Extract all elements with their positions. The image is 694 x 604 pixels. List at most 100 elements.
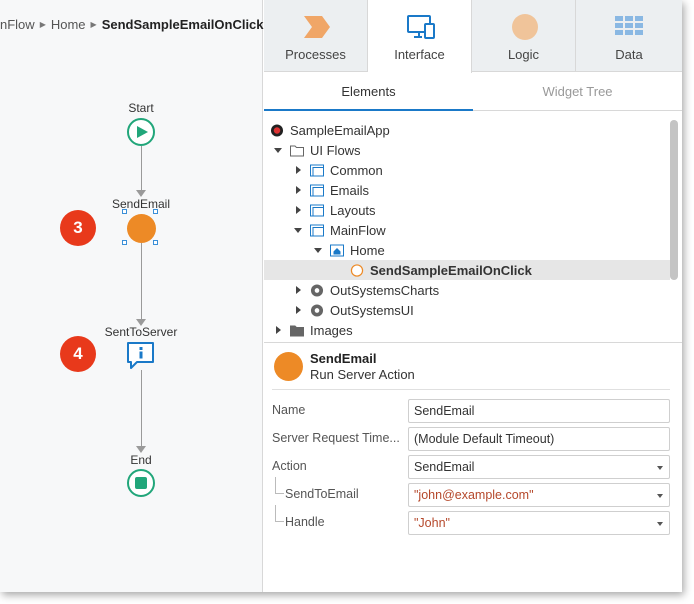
action-select-value: SendEmail xyxy=(414,460,475,474)
end-node-label: End xyxy=(130,453,152,467)
ui-flow-icon xyxy=(310,204,324,216)
tree-item-label: Emails xyxy=(330,182,370,198)
flow-arrow-icon xyxy=(136,190,146,197)
tree-item-outsystemsui[interactable]: OutSystemsUI xyxy=(264,300,670,320)
tree-item-ui-flows[interactable]: UI Flows xyxy=(264,140,670,160)
stop-icon xyxy=(135,477,147,489)
start-node-label: Start xyxy=(128,101,154,115)
flow-canvas[interactable]: nFlow ▶ Home ▶ SendSampleEmailOnClick St… xyxy=(0,0,264,592)
app-window: nFlow ▶ Home ▶ SendSampleEmailOnClick St… xyxy=(0,0,682,592)
tab-label: Logic xyxy=(507,47,540,62)
tree-item-label: SampleEmailApp xyxy=(290,122,390,138)
tree-item-images[interactable]: Images xyxy=(264,320,670,340)
expand-toggle-icon[interactable] xyxy=(294,206,302,214)
property-row-server-request-timeout: Server Request Time... (Module Default T… xyxy=(272,427,670,451)
property-row-sendtoemail: SendToEmail "john@example.com" xyxy=(272,477,670,507)
name-field[interactable]: SendEmail xyxy=(408,399,670,423)
dropdown-arrow-icon xyxy=(657,466,663,470)
tree-item-sendsampleemailonclick[interactable]: SendSampleEmailOnClick xyxy=(264,260,670,280)
server-request-timeout-field[interactable]: (Module Default Timeout) xyxy=(408,427,670,451)
divider xyxy=(272,389,670,390)
property-row-name: Name SendEmail xyxy=(272,399,670,423)
module-icon xyxy=(310,283,324,297)
expand-toggle-icon[interactable] xyxy=(294,186,302,194)
expand-toggle-icon[interactable] xyxy=(274,146,282,154)
tree-scrollbar[interactable] xyxy=(670,120,678,280)
breadcrumb-item[interactable]: Home xyxy=(50,16,86,32)
step-badge: 4 xyxy=(60,336,96,372)
expand-toggle-icon[interactable] xyxy=(294,286,302,294)
expand-toggle-icon[interactable] xyxy=(294,166,302,174)
end-node[interactable] xyxy=(127,469,155,497)
tree-item-label: OutSystemsCharts xyxy=(330,282,440,298)
tab-processes[interactable]: Processes xyxy=(264,0,368,72)
expand-toggle-icon[interactable] xyxy=(314,246,322,254)
data-grid-icon xyxy=(615,16,643,35)
dropdown-arrow-icon xyxy=(657,522,663,526)
tree-item-label: Layouts xyxy=(330,202,376,218)
tab-widget-tree[interactable]: Widget Tree xyxy=(542,84,613,99)
properties-title: SendEmail xyxy=(310,351,377,366)
tree-item-label: MainFlow xyxy=(330,222,386,238)
indent-guide xyxy=(275,477,284,494)
breadcrumb-separator-icon: ▶ xyxy=(39,19,46,29)
selection-handle[interactable] xyxy=(122,209,127,214)
property-label: Handle xyxy=(285,515,325,529)
tree-item-label: OutSystemsUI xyxy=(330,302,414,318)
tab-interface[interactable]: Interface xyxy=(368,0,472,73)
flow-connector xyxy=(141,243,142,319)
server-action-node-label: SendEmail xyxy=(111,197,171,211)
server-action-icon xyxy=(274,352,303,381)
selection-handle[interactable] xyxy=(122,240,127,245)
sendtoemail-value: "john@example.com" xyxy=(414,488,534,502)
start-node[interactable] xyxy=(127,118,155,146)
property-label: SendToEmail xyxy=(285,487,359,501)
breadcrumb-separator-icon: ▶ xyxy=(90,19,97,29)
tree-item-sampleemailapp[interactable]: SampleEmailApp xyxy=(264,120,670,140)
tree-item-common[interactable]: Common xyxy=(264,160,670,180)
tree-item-emails[interactable]: Emails xyxy=(264,180,670,200)
indent-guide xyxy=(275,505,284,522)
tree-item-mainflow[interactable]: MainFlow xyxy=(264,220,670,240)
tab-data[interactable]: Data xyxy=(576,0,682,72)
expand-toggle-icon[interactable] xyxy=(294,226,302,234)
right-panel: Processes Interface Logic xyxy=(264,0,682,592)
message-node-label: SentToServer xyxy=(104,325,178,339)
ui-flow-icon xyxy=(310,184,324,196)
expand-toggle-icon[interactable] xyxy=(274,326,282,334)
breadcrumb-item[interactable]: nFlow xyxy=(0,16,35,32)
message-node[interactable] xyxy=(126,341,156,374)
tree-item-layouts[interactable]: Layouts xyxy=(264,200,670,220)
dropdown-arrow-icon xyxy=(657,494,663,498)
tab-elements[interactable]: Elements xyxy=(264,73,473,111)
selection-handle[interactable] xyxy=(153,209,158,214)
tree-item-label: Images xyxy=(310,322,353,338)
ui-flow-icon xyxy=(310,164,324,176)
sub-tabs: Elements Widget Tree xyxy=(264,73,682,111)
flow-connector xyxy=(141,146,142,190)
flow-connector xyxy=(141,370,142,446)
expand-toggle-icon[interactable] xyxy=(294,306,302,314)
handle-value: "John" xyxy=(414,516,450,530)
action-select[interactable]: SendEmail xyxy=(408,455,670,479)
server-action-node[interactable] xyxy=(127,214,156,243)
handle-select[interactable]: "John" xyxy=(408,511,670,535)
tree-item-home[interactable]: Home xyxy=(264,240,670,260)
tab-logic[interactable]: Logic xyxy=(472,0,576,72)
logic-circle-icon xyxy=(512,14,538,40)
property-label: Server Request Time... xyxy=(272,431,400,445)
tree-item-outsystemscharts[interactable]: OutSystemsCharts xyxy=(264,280,670,300)
play-icon xyxy=(137,126,148,138)
step-badge: 3 xyxy=(60,210,96,246)
processes-chevron-icon xyxy=(304,16,330,38)
flow-arrow-icon xyxy=(136,446,146,453)
properties-panel: SendEmail Run Server Action Name SendEma… xyxy=(264,342,682,535)
screen-icon xyxy=(330,244,344,256)
app-icon xyxy=(270,123,284,137)
property-label: Name xyxy=(272,403,306,417)
selection-handle[interactable] xyxy=(153,240,158,245)
main-tabs: Processes Interface Logic xyxy=(264,0,682,73)
sendtoemail-select[interactable]: "john@example.com" xyxy=(408,483,670,507)
tree-item-label: Home xyxy=(350,242,385,258)
interface-devices-icon xyxy=(407,15,435,39)
